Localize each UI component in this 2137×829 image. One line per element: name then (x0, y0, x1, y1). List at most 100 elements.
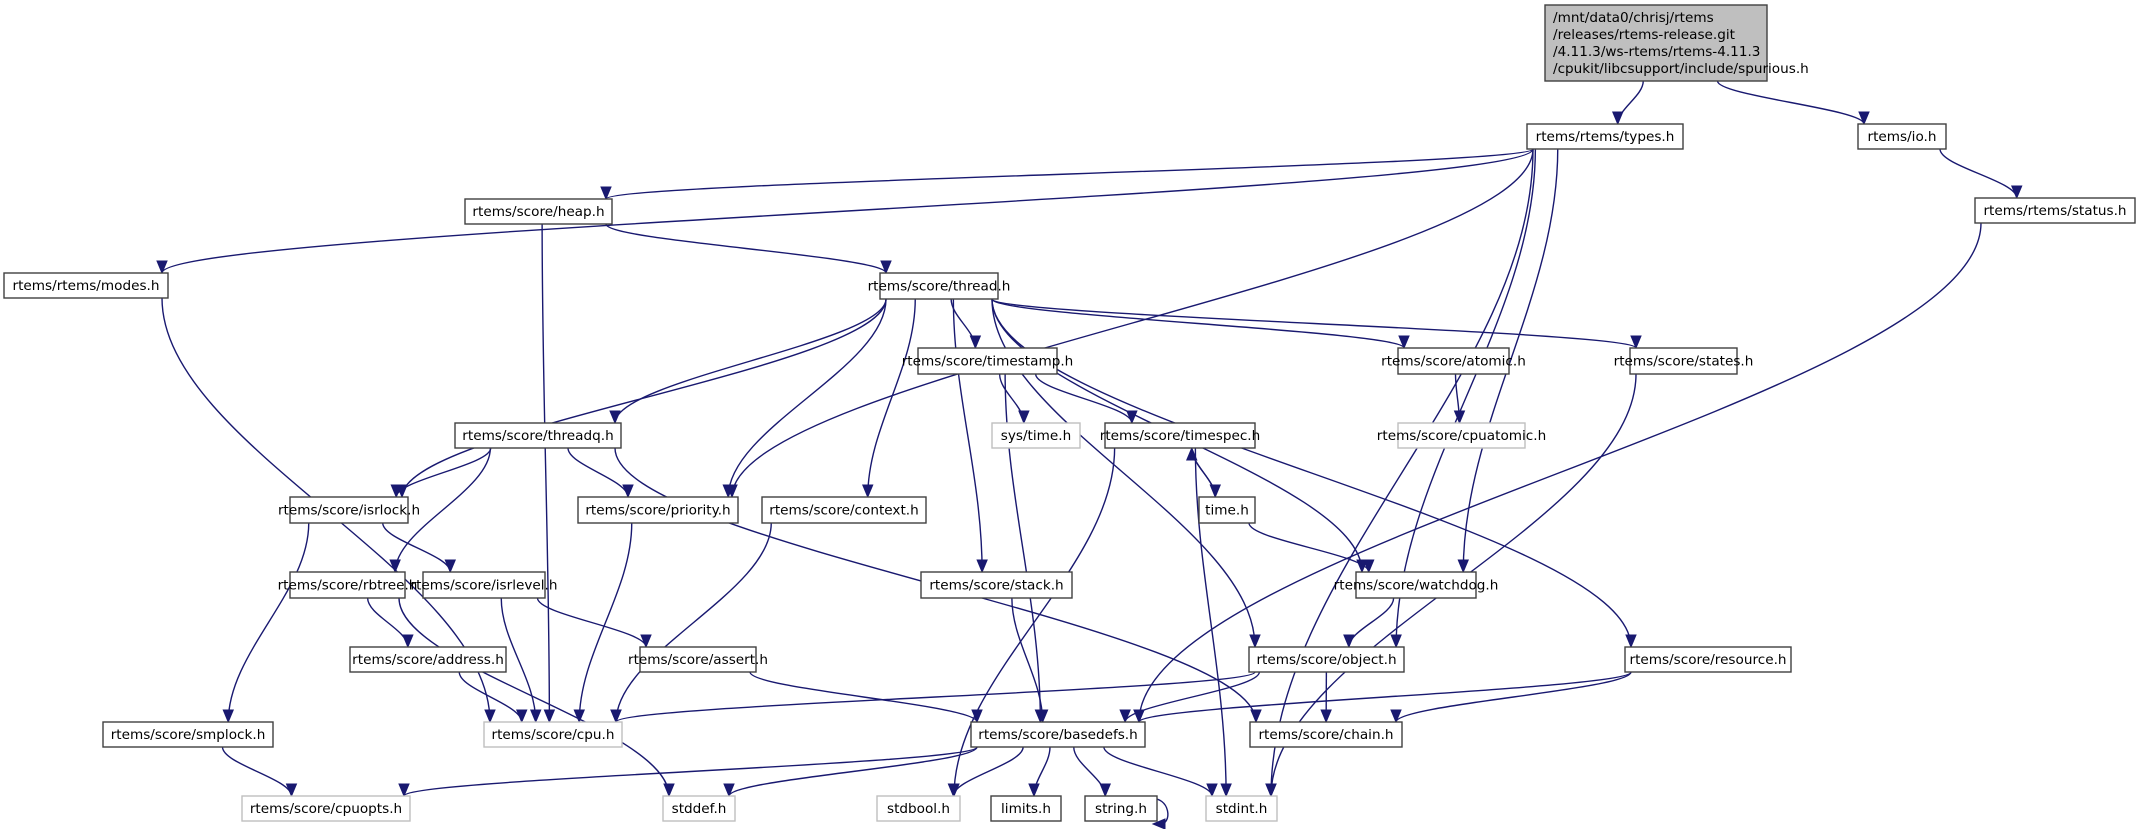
node-box[interactable] (920, 571, 1073, 599)
node-box[interactable] (990, 795, 1062, 822)
node-box[interactable] (1624, 646, 1792, 673)
node-root[interactable]: /mnt/data0/chrisj/rtems/releases/rtems-r… (1544, 4, 1809, 82)
arrowhead-icon (947, 783, 960, 798)
node-box[interactable] (1355, 571, 1477, 599)
node-box[interactable] (102, 721, 274, 748)
node-types[interactable]: rtems/rtems/types.h (1526, 123, 1684, 150)
node-box[interactable] (1397, 347, 1510, 375)
node-box[interactable] (1974, 197, 2136, 224)
node-box[interactable] (970, 721, 1146, 748)
arrowhead-icon (1457, 559, 1469, 574)
node-box[interactable] (483, 721, 623, 748)
node-assert[interactable]: rtems/score/assert.h (628, 646, 768, 673)
node-box[interactable] (639, 646, 757, 673)
node-box[interactable] (879, 272, 999, 300)
edge-resource-to-basedefs (1133, 671, 1632, 724)
node-box[interactable] (1104, 422, 1256, 449)
arrowhead-icon (1250, 709, 1262, 724)
node-stdbool[interactable]: stdbool.h (876, 795, 961, 822)
node-box[interactable] (876, 795, 961, 822)
edge-thread-to-threadq (609, 298, 887, 425)
arrowhead-icon (1320, 709, 1332, 724)
arrowhead-icon (156, 260, 168, 275)
edge-isrlevel-to-cpu (500, 597, 542, 724)
node-time[interactable]: time.h (1198, 496, 1256, 524)
arrowhead-icon (1343, 634, 1355, 649)
node-box[interactable] (1397, 422, 1526, 449)
node-box[interactable] (577, 496, 739, 524)
node-limits[interactable]: limits.h (990, 795, 1062, 822)
node-box[interactable] (241, 795, 411, 822)
node-context[interactable]: rtems/score/context.h (761, 496, 927, 524)
node-isrlock[interactable]: rtems/score/isrlock.h (278, 496, 420, 524)
node-box[interactable] (349, 646, 507, 673)
node-stddef[interactable]: stddef.h (662, 795, 736, 822)
node-box[interactable] (3, 272, 169, 299)
node-systime[interactable]: sys/time.h (991, 422, 1081, 449)
node-chain[interactable]: rtems/score/chain.h (1249, 721, 1403, 748)
edge-line (541, 223, 551, 723)
node-box[interactable] (1544, 4, 1768, 82)
node-io[interactable]: rtems/io.h (1857, 123, 1947, 150)
arrowhead-icon (398, 783, 410, 798)
node-atomic[interactable]: rtems/score/atomic.h (1381, 347, 1526, 375)
arrowhead-icon (1133, 709, 1145, 724)
arrowhead-icon (1018, 410, 1030, 425)
node-label: rtems/score/states.h (1614, 354, 1754, 370)
node-rbtree[interactable]: rtems/score/rbtree.h (278, 571, 418, 599)
node-box[interactable] (1084, 795, 1158, 822)
edge-address-to-cpu (458, 671, 528, 724)
node-string[interactable]: string.h (1084, 795, 1158, 822)
node-address[interactable]: rtems/score/address.h (349, 646, 507, 673)
node-cpuopts[interactable]: rtems/score/cpuopts.h (241, 795, 411, 822)
node-heap[interactable]: rtems/score/heap.h (464, 198, 613, 225)
node-box[interactable] (289, 496, 409, 524)
node-box[interactable] (1857, 123, 1947, 150)
arrowhead-icon (1206, 783, 1218, 798)
edge-line (1138, 671, 1632, 723)
arrowhead-icon (444, 559, 456, 574)
node-watchdog[interactable]: rtems/score/watchdog.h (1334, 571, 1499, 599)
edge-basedefs-to-stdbool (947, 746, 1024, 798)
node-priority[interactable]: rtems/score/priority.h (577, 496, 739, 524)
arrowhead-icon (609, 410, 621, 425)
node-box[interactable] (662, 795, 736, 822)
arrowhead-icon (880, 260, 892, 275)
node-cpuatomic[interactable]: rtems/score/cpuatomic.h (1377, 422, 1546, 449)
edge-basedefs-to-stddef (723, 746, 978, 798)
node-box[interactable] (454, 422, 622, 449)
arrowhead-icon (222, 709, 234, 724)
node-box[interactable] (1249, 721, 1403, 748)
node-box[interactable] (761, 496, 927, 524)
node-box[interactable] (289, 571, 406, 599)
node-object[interactable]: rtems/score/object.h (1248, 646, 1405, 673)
node-box[interactable] (991, 422, 1081, 449)
node-box[interactable] (1526, 123, 1684, 150)
node-modes[interactable]: rtems/rtems/modes.h (3, 272, 169, 299)
node-thread[interactable]: rtems/score/thread.h (868, 272, 1011, 300)
node-status[interactable]: rtems/rtems/status.h (1974, 197, 2136, 224)
nodes-layer: /mnt/data0/chrisj/rtems/releases/rtems-r… (3, 4, 2136, 822)
node-label: time.h (1205, 503, 1249, 519)
node-stdint[interactable]: stdint.h (1205, 795, 1278, 822)
node-threadq[interactable]: rtems/score/threadq.h (454, 422, 622, 449)
node-box[interactable] (917, 347, 1058, 375)
node-basedefs[interactable]: rtems/score/basedefs.h (970, 721, 1146, 748)
node-stack[interactable]: rtems/score/stack.h (920, 571, 1073, 599)
edge-types-to-modes (156, 148, 1534, 275)
node-box[interactable] (1629, 347, 1738, 375)
node-cpu[interactable]: rtems/score/cpu.h (483, 721, 623, 748)
node-timespec[interactable]: rtems/score/timespec.h (1100, 422, 1261, 449)
node-smplock[interactable]: rtems/score/smplock.h (102, 721, 274, 748)
node-label: rtems/score/timespec.h (1100, 428, 1261, 444)
node-timestamp[interactable]: rtems/score/timestamp.h (902, 347, 1074, 375)
node-states[interactable]: rtems/score/states.h (1614, 347, 1754, 375)
node-box[interactable] (1248, 646, 1405, 673)
node-resource[interactable]: rtems/score/resource.h (1624, 646, 1792, 673)
node-isrlevel[interactable]: rtems/score/isrlevel.h (410, 571, 558, 599)
node-box[interactable] (1198, 496, 1256, 524)
edge-line (221, 746, 293, 797)
node-box[interactable] (464, 198, 613, 225)
node-box[interactable] (422, 571, 546, 599)
node-box[interactable] (1205, 795, 1278, 822)
